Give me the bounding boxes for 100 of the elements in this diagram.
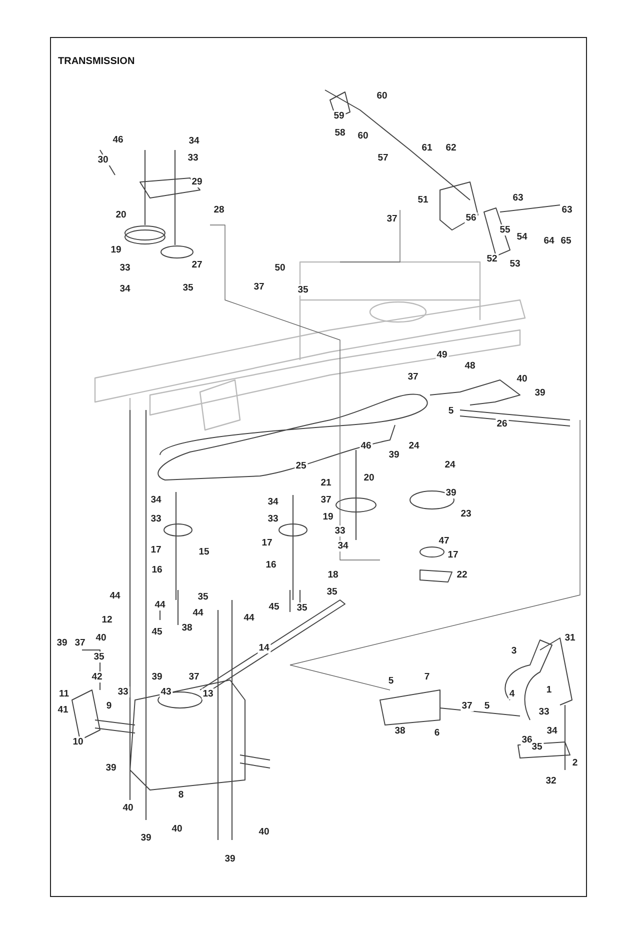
- callout-number: 43: [160, 686, 172, 698]
- callout-number: 40: [122, 802, 134, 814]
- callout-number: 17: [260, 538, 274, 548]
- callout-number: 34: [336, 540, 350, 552]
- callout-number: 64: [542, 236, 556, 246]
- callout-number: 34: [546, 726, 558, 736]
- callout-number: 27: [190, 260, 204, 270]
- callout-number: 8: [177, 790, 185, 800]
- callout-number: 39: [388, 450, 400, 460]
- callout-number: 5: [483, 700, 491, 712]
- callout-number: 35: [326, 586, 338, 598]
- callout-number: 25: [294, 460, 308, 472]
- callout-number: 6: [433, 728, 441, 738]
- callout-number: 7: [423, 672, 431, 682]
- callout-number: 23: [460, 508, 472, 520]
- callout-number: 63: [560, 204, 574, 216]
- callout-number: 37: [320, 494, 332, 506]
- callout-number: 46: [360, 440, 372, 452]
- callout-number: 37: [460, 700, 474, 712]
- callout-number: 35: [296, 602, 308, 614]
- callout-number: 12: [100, 614, 114, 626]
- callout-number: 38: [394, 726, 406, 736]
- callout-number: 44: [192, 608, 204, 618]
- callout-number: 34: [118, 284, 132, 294]
- callout-number: 40: [170, 824, 184, 834]
- callout-number: 55: [498, 224, 512, 236]
- callout-number: 37: [188, 672, 200, 682]
- callout-number: 44: [108, 590, 122, 602]
- callout-number: 34: [150, 494, 162, 506]
- callout-number: 11: [58, 688, 70, 700]
- callout-number: 35: [196, 592, 210, 602]
- callout-number: 17: [446, 550, 460, 560]
- callout-number: 33: [334, 526, 346, 536]
- callout-number: 19: [322, 512, 334, 522]
- callout-number: 37: [74, 638, 86, 648]
- callout-number: 52: [486, 254, 498, 264]
- callout-number: 37: [406, 372, 420, 382]
- callout-number: 9: [105, 700, 113, 712]
- callout-number: 33: [118, 262, 132, 274]
- callout-number: 26: [496, 418, 508, 430]
- callout-number: 29: [190, 176, 204, 188]
- callout-number: 40: [94, 632, 108, 644]
- callout-number: 13: [202, 688, 214, 700]
- callout-number: 50: [274, 262, 286, 274]
- callout-number: 33: [538, 706, 550, 718]
- callout-number: 39: [534, 388, 546, 398]
- callout-number: 33: [186, 152, 200, 164]
- callout-number: 16: [264, 560, 278, 570]
- callout-number: 36: [520, 734, 534, 746]
- callout-number: 42: [90, 672, 104, 682]
- callout-number: 61: [420, 142, 434, 154]
- callout-number: 1: [545, 684, 553, 696]
- callout-number: 39: [104, 762, 118, 774]
- callout-number: 58: [334, 128, 346, 138]
- callout-number: 39: [140, 832, 152, 844]
- callout-number: 46: [112, 134, 124, 146]
- callout-number: 59: [332, 110, 346, 122]
- callout-number: 35: [92, 652, 106, 662]
- callout-number: 3: [510, 646, 518, 656]
- callout-number: 49: [436, 350, 448, 360]
- callout-number: 65: [560, 236, 572, 246]
- callout-number: 22: [456, 570, 468, 580]
- callout-number: 35: [296, 284, 310, 296]
- callout-number: 30: [96, 154, 110, 166]
- callout-number: 39: [56, 638, 68, 648]
- callout-number: 20: [362, 472, 376, 484]
- callout-number: 31: [564, 632, 576, 644]
- callout-number: 4: [508, 688, 516, 700]
- callout-number: 34: [188, 136, 200, 146]
- callout-number: 51: [416, 194, 430, 206]
- callout-number: 10: [72, 736, 84, 748]
- callout-number: 35: [530, 742, 544, 752]
- callout-number: 33: [150, 514, 162, 524]
- callout-number: 56: [464, 212, 478, 224]
- callout-number: 32: [544, 776, 558, 786]
- callout-number: 39: [444, 488, 458, 498]
- callout-number: 41: [56, 704, 70, 716]
- callout-number: 63: [512, 192, 524, 204]
- callout-number: 24: [444, 460, 456, 470]
- callout-number: 40: [258, 826, 270, 838]
- callout-number: 34: [266, 496, 280, 508]
- callout-number: 35: [182, 282, 194, 294]
- callout-number: 62: [444, 142, 458, 154]
- callout-number: 47: [438, 536, 450, 546]
- callout-number: 20: [114, 210, 128, 220]
- callout-number: 18: [326, 570, 340, 580]
- callout-number: 33: [116, 686, 130, 698]
- callout-number: 15: [198, 546, 210, 558]
- callout-number: 16: [150, 564, 164, 576]
- callout-number: 60: [356, 130, 370, 142]
- callout-number: 24: [408, 440, 420, 452]
- callout-number: 17: [150, 544, 162, 556]
- callout-number: 39: [224, 854, 236, 864]
- callout-number: 2: [571, 758, 579, 768]
- callout-number: 60: [376, 90, 388, 102]
- callout-number: 48: [464, 360, 476, 372]
- callout-number: 39: [150, 672, 164, 682]
- callout-number: 57: [376, 152, 390, 164]
- callout-number: 21: [320, 478, 332, 488]
- callout-number: 45: [268, 602, 280, 612]
